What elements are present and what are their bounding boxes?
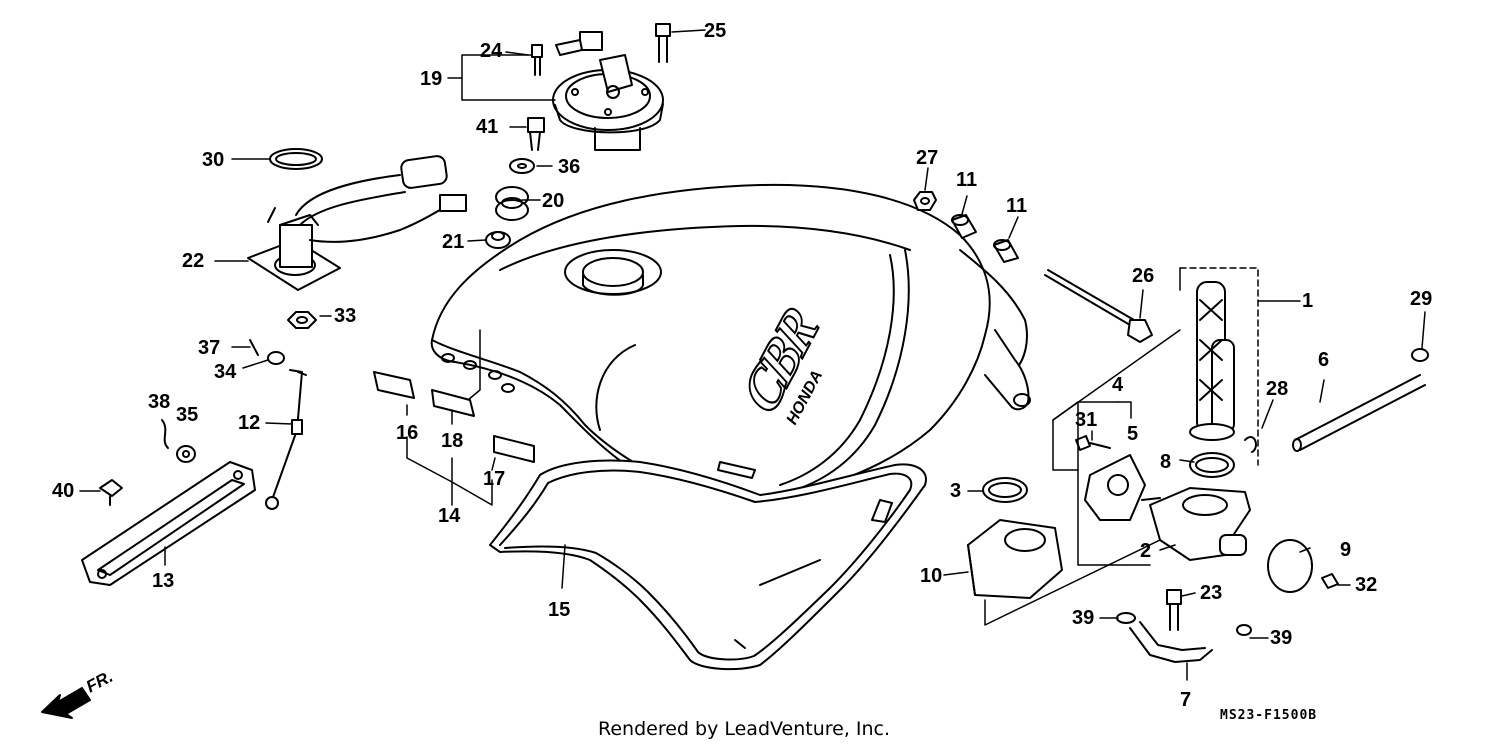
part-label-32: 32 (1355, 574, 1378, 596)
part-label-6: 6 (1318, 349, 1330, 371)
pad-17 (493, 435, 535, 463)
part-label-11b: 11 (1006, 195, 1028, 217)
part-label-9: 9 (1340, 539, 1352, 561)
part-label-17: 17 (483, 468, 506, 490)
part-label-30: 30 (202, 149, 225, 171)
fuel-tank (430, 183, 1031, 502)
part-label-35: 35 (176, 404, 199, 426)
part-label-33: 33 (334, 305, 357, 327)
part-label-2: 2 (1140, 540, 1152, 562)
part-label-19: 19 (420, 68, 443, 90)
small-hardware (99, 23, 1153, 510)
part-label-11a: 11 (956, 169, 978, 191)
part-label-36: 36 (558, 156, 581, 178)
part-label-16: 16 (396, 422, 419, 444)
heat-guard (489, 459, 927, 671)
part-label-27: 27 (916, 147, 939, 169)
part-label-41: 41 (476, 116, 499, 138)
part-label-15: 15 (548, 599, 571, 621)
part-label-23: 23 (1200, 582, 1223, 604)
part-label-5: 5 (1127, 423, 1139, 445)
gasket-30-inner (275, 152, 317, 166)
render-credit: Rendered by LeadVenture, Inc. (598, 718, 891, 740)
part-label-26: 26 (1132, 265, 1155, 287)
part-label-22: 22 (182, 250, 205, 272)
part-label-28: 28 (1266, 378, 1289, 400)
part-label-4: 4 (1112, 374, 1124, 396)
part-label-40: 40 (52, 480, 75, 502)
part-label-14: 14 (438, 505, 461, 527)
pad-16 (373, 371, 415, 399)
part-label-21: 21 (442, 231, 465, 253)
part-label-37: 37 (198, 337, 221, 359)
part-label-39b: 39 (1270, 627, 1293, 649)
part-label-29: 29 (1410, 288, 1433, 310)
pad-18 (431, 389, 475, 417)
part-label-34: 34 (214, 361, 237, 383)
part-label-7: 7 (1180, 689, 1192, 711)
part-label-18: 18 (441, 430, 464, 452)
part-label-39a: 39 (1072, 607, 1095, 629)
part-label-10: 10 (920, 565, 943, 587)
part-label-13: 13 (152, 570, 175, 592)
part-label-38: 38 (148, 391, 171, 413)
part-label-20: 20 (542, 190, 565, 212)
fuel-valve (967, 281, 1429, 663)
part-label-31: 31 (1075, 409, 1098, 431)
fuel-cap-assembly (552, 31, 664, 151)
part-label-1: 1 (1302, 290, 1314, 312)
part-label-8: 8 (1160, 451, 1172, 473)
part-label-3: 3 (950, 480, 962, 502)
part-label-12: 12 (238, 412, 261, 434)
part-label-24: 24 (480, 40, 503, 62)
leader-lines (79, 29, 1426, 681)
part-label-25: 25 (704, 20, 727, 42)
fuel-sender-unit (247, 155, 467, 291)
diagram-code: MS23-F1500B (1220, 708, 1318, 723)
front-arrow-icon (41, 687, 91, 719)
tank-bracket (81, 461, 256, 586)
